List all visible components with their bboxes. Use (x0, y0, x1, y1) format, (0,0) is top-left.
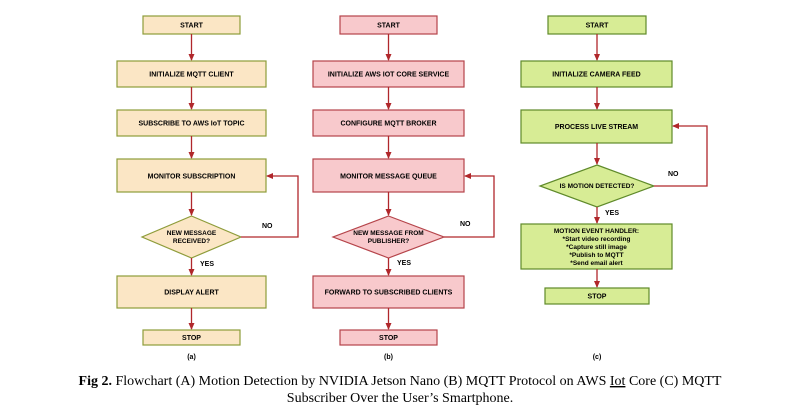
c-handler-item-1: *Start video recording (563, 236, 631, 243)
c-process-box (520, 109, 673, 144)
caption-text-b: Core (C) MQTT (625, 374, 721, 389)
b-no-loop (444, 173, 495, 238)
c-stop-text: STOP (588, 294, 607, 301)
caption-iot: Iot (610, 374, 626, 389)
a-display-text: DISPLAY ALERT (164, 290, 219, 297)
a-no-label: NO (262, 223, 273, 230)
b-no-label: NO (460, 221, 471, 228)
c-init-box (520, 60, 673, 88)
a-stop-box (142, 329, 241, 346)
b-decision-diamond (331, 215, 446, 259)
c-yes-label: YES (605, 210, 619, 217)
a-stop-text: STOP (182, 335, 201, 342)
flowchart-a: START INITIALIZE MQTT CLIENT SUBSCRIBE T… (116, 15, 299, 361)
c-start-text: START (586, 23, 610, 30)
b-yes-label: YES (397, 260, 411, 267)
c-handler-item-4: *Send email alert (570, 260, 623, 267)
c-handler-item-3: *Publish to MQTT (569, 252, 623, 259)
b-decision-text-1: NEW MESSAGE FROM (353, 230, 423, 237)
b-monitor-text: MONITOR MESSAGE QUEUE (340, 174, 437, 181)
a-init-box (116, 60, 267, 88)
caption-text-a: Flowchart (A) Motion Detection by NVIDIA… (112, 374, 610, 389)
c-decision-text: IS MOTION DETECTED? (560, 183, 635, 190)
c-handler-title: MOTION EVENT HANDLER: (554, 228, 639, 235)
b-stop-text: STOP (379, 335, 398, 342)
a-decision-text-2: RECEIVED? (173, 238, 210, 245)
b-monitor-box (312, 158, 465, 193)
flowchart-b: START INITIALIZE AWS IOT CORE SERVICE CO… (312, 15, 495, 361)
a-yes-label: YES (200, 261, 214, 268)
b-configure-box (312, 109, 465, 137)
c-init-text: INITIALIZE CAMERA FEED (552, 72, 640, 79)
b-stop-box (339, 329, 438, 346)
a-decision-text-1: NEW MESSAGE (167, 230, 217, 237)
c-no-label: NO (668, 171, 679, 178)
b-sub-label: (b) (384, 354, 393, 361)
a-monitor-text: MONITOR SUBSCRIPTION (148, 174, 236, 181)
c-no-loop (654, 123, 708, 187)
b-init-box (312, 60, 465, 88)
a-no-loop (241, 173, 299, 238)
figure-caption-line-1: Fig 2. Flowchart (A) Motion Detection by… (79, 374, 722, 389)
caption-bold: Fig 2. (79, 374, 112, 389)
b-forward-text: FORWARD TO SUBSCRIBED CLIENTS (325, 290, 453, 297)
a-subscribe-text: SUBSCRIBE TO AWS IoT TOPIC (138, 121, 244, 128)
a-start-text: START (180, 23, 204, 30)
a-sub-label: (a) (187, 354, 196, 361)
b-forward-box (312, 275, 465, 309)
b-configure-text: CONFIGURE MQTT BROKER (340, 121, 436, 128)
c-handler-item-2: *Capture still image (566, 244, 627, 251)
b-init-text: INITIALIZE AWS IOT CORE SERVICE (328, 72, 450, 79)
c-stop-box (544, 287, 650, 305)
c-process-text: PROCESS LIVE STREAM (555, 124, 638, 131)
a-init-text: INITIALIZE MQTT CLIENT (149, 72, 234, 79)
flowchart-c: START INITIALIZE CAMERA FEED PROCESS LIV… (520, 15, 708, 361)
b-decision-text-2: PUBLISHER? (368, 238, 410, 245)
figure-caption-line-2: Subscriber Over the User’s Smartphone. (287, 391, 513, 406)
a-decision-diamond (140, 215, 243, 259)
c-sub-label: (c) (593, 354, 602, 361)
b-start-text: START (377, 23, 401, 30)
